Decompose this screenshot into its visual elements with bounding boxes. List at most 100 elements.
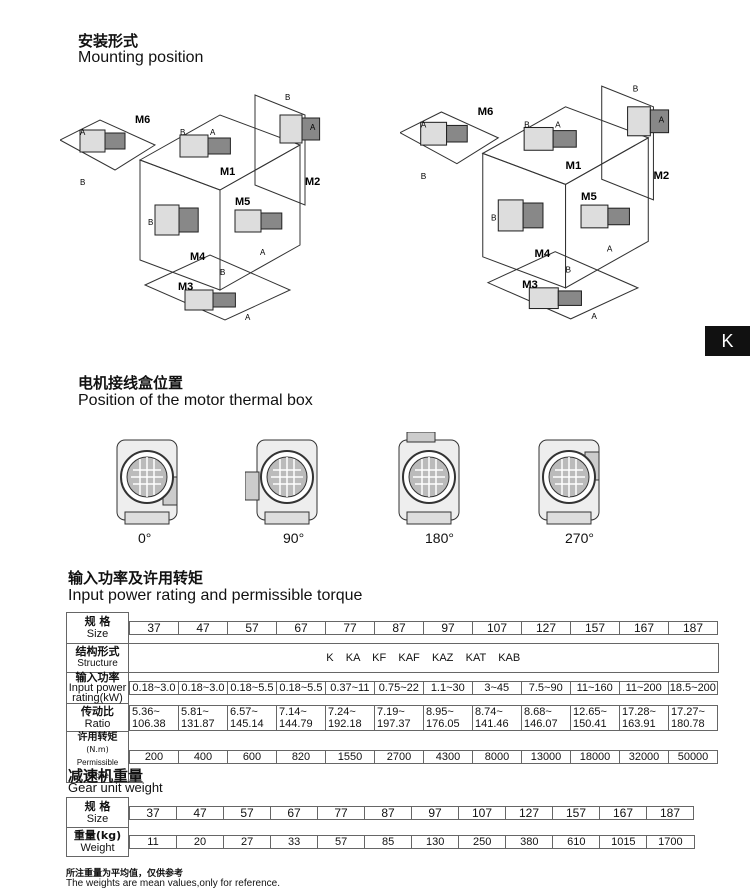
cell-value: 400: [193, 751, 213, 763]
cell-value: 107: [486, 620, 508, 635]
table-cell: 18.5~200: [667, 681, 719, 696]
label-m5: M5: [581, 191, 597, 203]
table-cell: 18000: [570, 750, 620, 764]
gear-m5-motor: [260, 212, 283, 230]
row-label-en2: rating(kW): [72, 692, 123, 704]
table-cell: 250: [458, 835, 507, 849]
row-label: 输入功率: [75, 671, 120, 684]
table-cell: 33: [270, 835, 319, 849]
cell-value: 8.95~: [426, 705, 454, 718]
label-b: B: [148, 218, 153, 227]
cell-value: 5.36~: [132, 705, 160, 718]
label-m3: M3: [178, 281, 193, 293]
weight-title-cn: 减速机重量: [68, 767, 144, 785]
gear-m5-motor: [607, 207, 630, 226]
gear-m3-housing: [184, 289, 214, 311]
thermal-title-en: Position of the motor thermal box: [78, 392, 313, 409]
table-cell: 17.27~180.78: [668, 704, 718, 731]
cell-value: 7.24~: [328, 705, 356, 718]
cell-value: 32000: [628, 751, 660, 763]
thermal-title-cn: 电机接线盒位置: [78, 374, 184, 392]
row-label-en: Size: [86, 812, 109, 825]
gear-m2-housing: [279, 114, 303, 144]
angle-label: 180°: [425, 530, 454, 546]
label-b: B: [220, 268, 225, 277]
table-cell: 107: [472, 620, 522, 635]
label-m1: M1: [220, 166, 235, 178]
cell-value: 0.18~3.0: [181, 682, 225, 695]
section-tab-k[interactable]: K: [705, 326, 750, 356]
cell-value-2: 163.91: [622, 717, 656, 730]
table-cell: 57: [227, 620, 277, 635]
cell-value: 5.81~: [181, 705, 209, 718]
cell-value: 77: [334, 805, 348, 820]
table-cell: 610: [552, 835, 601, 849]
gear-m5-housing: [580, 204, 609, 229]
cell-value: 57: [240, 805, 254, 820]
cell-value-2: 150.41: [573, 717, 607, 730]
table-cell: 57: [317, 835, 366, 849]
cell-value: 7.14~: [279, 705, 307, 718]
cell-value: 57: [335, 836, 348, 848]
label-m6: M6: [135, 114, 150, 126]
cell-value: 127: [535, 620, 557, 635]
table-cell: 2700: [374, 750, 424, 764]
mounting-title-cn: 安装形式: [78, 32, 139, 50]
cell-value: 4300: [435, 751, 461, 763]
power-title-en: Input power rating and permissible torqu…: [68, 587, 363, 604]
cell-value: 37: [146, 805, 160, 820]
cell-value: 2700: [386, 751, 412, 763]
table-cell: 200: [129, 750, 179, 764]
cell-value: 6.57~: [230, 705, 258, 718]
plane-m6: [400, 111, 500, 165]
table-cell: 1700: [646, 835, 695, 849]
table-cell: 130: [411, 835, 460, 849]
label-a: A: [591, 312, 597, 321]
cell-value: 0.18~3.0: [132, 682, 176, 695]
table-cell: 5.36~106.38: [129, 704, 179, 731]
table-cell: 400: [178, 750, 228, 764]
table-cell: 7.19~197.37: [374, 704, 424, 731]
row-label-en: Weight: [80, 842, 115, 854]
cell-value: 8000: [484, 751, 510, 763]
label-a: A: [421, 121, 427, 130]
table-cell: 47: [176, 805, 224, 820]
label-b: B: [566, 265, 572, 274]
label-b: B: [180, 128, 185, 137]
motor-thermal-box-2: [387, 431, 472, 527]
table-cell: 37: [129, 805, 177, 820]
plane-m3: [143, 254, 292, 321]
cell-value-2: 192.18: [328, 717, 362, 730]
label-m6: M6: [478, 106, 494, 118]
cell-value: 600: [242, 751, 262, 763]
motor-thermal-box-3: [527, 432, 612, 527]
cell-value: 8.68~: [524, 705, 552, 718]
table-cell: 1.1~30: [422, 681, 473, 696]
table-cell: 0.18~3.0: [129, 681, 179, 696]
cell-value: 57: [245, 620, 259, 635]
row-label-en: Permissible torque: [76, 758, 119, 780]
cell-value: 127: [518, 805, 540, 820]
label-m3: M3: [522, 279, 538, 291]
plane-m3: [486, 251, 640, 320]
cell-value: 11~160: [576, 682, 613, 695]
gear-m1-motor: [207, 137, 231, 155]
gear-m1-motor: [552, 130, 577, 148]
cell-value: 97: [441, 620, 455, 635]
table-cell: 17.28~163.91: [619, 704, 669, 731]
motor-thermal-box-0: [105, 432, 190, 527]
table-cell: 13000: [521, 750, 571, 764]
gear-m4-motor: [522, 202, 544, 229]
table-cell: 0.18~5.5: [275, 681, 326, 696]
label-a: A: [555, 121, 561, 130]
cell-value-2: 141.46: [475, 717, 509, 730]
cell-value: 610: [567, 836, 586, 848]
table-cell: 7.24~192.18: [325, 704, 375, 731]
mounting-title-en: Mounting position: [78, 49, 204, 66]
motor-drawing: [244, 439, 318, 525]
table-cell: 3~45: [471, 681, 522, 696]
